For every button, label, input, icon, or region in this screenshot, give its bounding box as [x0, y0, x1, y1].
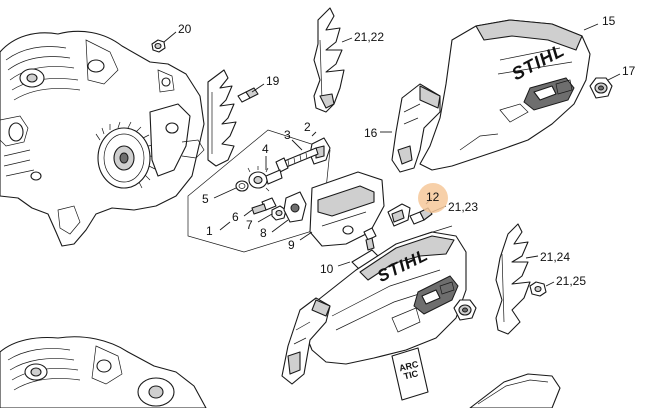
- part-15-sprocket-cover-upper: [419, 19, 599, 171]
- part-21-24-spike-lower: [495, 223, 539, 335]
- part-12-chain-catcher: [387, 197, 447, 227]
- callout-20: 20: [178, 22, 192, 36]
- callout-10: 10: [320, 262, 334, 276]
- part-7-nut: [257, 205, 287, 223]
- callout-1: 1: [206, 224, 213, 238]
- part-21-25-nut: [529, 281, 555, 297]
- callout-3: 3: [284, 128, 291, 142]
- part-4-gear: [247, 156, 283, 192]
- saw-chain: [469, 373, 561, 408]
- callout-12: 12: [426, 190, 440, 204]
- callout-21-23: 21,23: [448, 200, 479, 214]
- callout-19: 19: [266, 74, 280, 88]
- part-6-screw: [243, 197, 277, 217]
- part-17-nut-upper: [589, 73, 621, 99]
- part-lower-catcher-plate: [281, 297, 331, 385]
- part-21-22-spike-upper: [313, 7, 353, 113]
- part-10-screw: [337, 227, 379, 271]
- callout-2: 2: [304, 120, 311, 134]
- part-20-nut: [151, 31, 177, 53]
- engine-housing-lower: [0, 336, 207, 408]
- callout-21-22: 21,22: [354, 30, 385, 44]
- callout-16: 16: [364, 126, 378, 140]
- callout-21-24: 21,24: [540, 250, 571, 264]
- callout-15: 15: [602, 14, 616, 28]
- callout-6: 6: [232, 210, 239, 224]
- callout-7: 7: [246, 218, 253, 232]
- arctic-badge-shape: [391, 347, 429, 401]
- engine-housing-upper: [0, 30, 205, 247]
- callout-17: 17: [622, 64, 636, 78]
- part-3-tension-screw: [275, 139, 319, 173]
- callout-8: 8: [260, 226, 267, 240]
- part-sprocket-cover-lower: [303, 225, 467, 365]
- part-8-slide: [271, 191, 307, 233]
- part-19-bumper-spike: [207, 69, 265, 167]
- part-2-clip: [309, 131, 331, 165]
- part-5-washer: [213, 180, 249, 199]
- callout-21-25: 21,25: [556, 274, 587, 288]
- callout-12-highlight: [418, 183, 448, 213]
- part-16-plate: [380, 83, 441, 173]
- callout-9: 9: [288, 238, 295, 252]
- callout-4: 4: [262, 142, 269, 156]
- callout-5: 5: [202, 192, 209, 206]
- part-nut-lower: [453, 299, 477, 321]
- part-9-guide-plate: [299, 171, 385, 247]
